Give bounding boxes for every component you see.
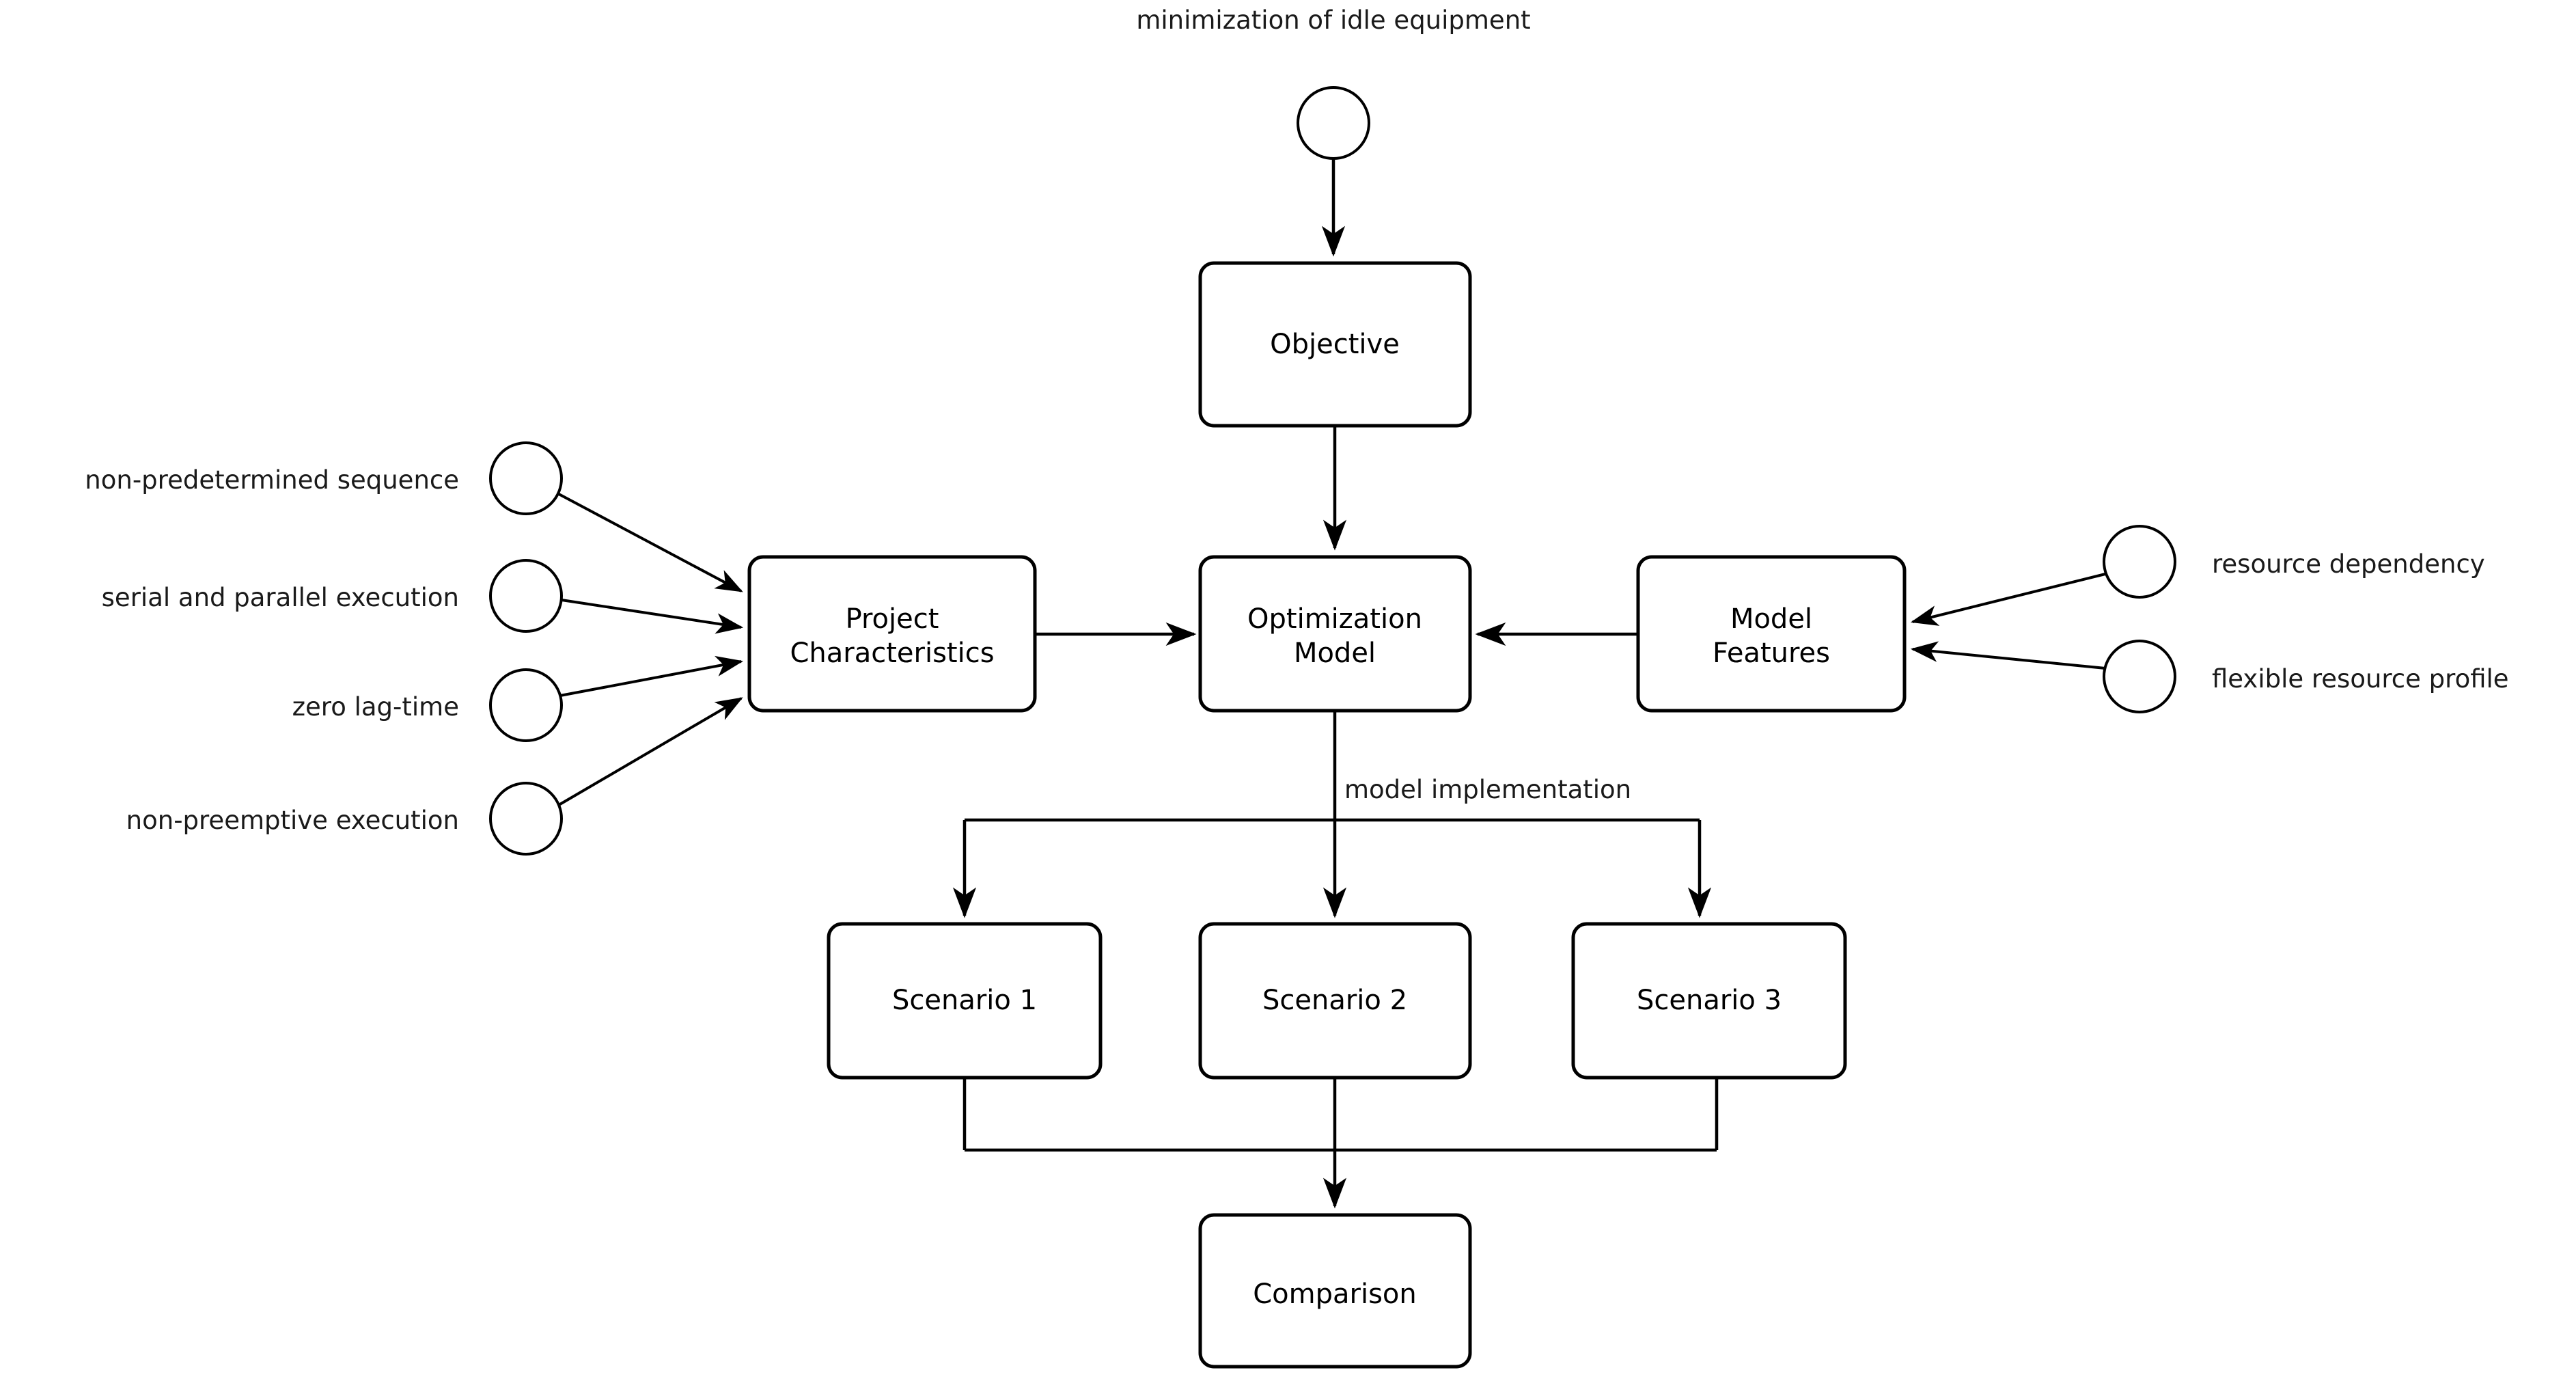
label-scenario-3: Scenario 3 (1637, 985, 1782, 1016)
label-model-features-line1: Model (1730, 603, 1812, 635)
label-optimization-model-line1: Optimization (1247, 603, 1422, 635)
edge-non-preemptive-to-project (557, 697, 743, 806)
label-zero-lag-time: zero lag-time (292, 692, 459, 722)
label-scenario-2: Scenario 2 (1262, 985, 1407, 1016)
edge-resource-dependency-to-features (1910, 573, 2106, 626)
label-project-characteristics-line2: Characteristics (790, 638, 994, 669)
label-non-preemptive-execution: non-preemptive execution (126, 806, 459, 835)
label-scenario-1: Scenario 1 (892, 985, 1037, 1016)
input-circle-serial-and-parallel-execution[interactable] (489, 559, 563, 633)
node-model-features[interactable] (1636, 555, 1907, 713)
label-project-characteristics-line1: Project (846, 603, 939, 635)
label-non-predetermined-sequence: non-predetermined sequence (85, 465, 459, 495)
edge-non-predetermined-sequence-to-project (558, 493, 743, 592)
label-goal-minimization: minimization of idle equipment (1136, 5, 1530, 35)
node-scenario-3[interactable] (1571, 922, 1847, 1080)
input-circle-non-preemptive-execution[interactable] (489, 782, 563, 856)
label-comparison: Comparison (1253, 1279, 1417, 1310)
label-serial-and-parallel-execution: serial and parallel execution (102, 583, 459, 612)
edge-flexible-resource-profile-to-features (1910, 641, 2106, 670)
edge-serial-parallel-to-project (561, 599, 744, 634)
label-model-implementation: model implementation (1344, 775, 1631, 804)
edge-zero-lag-time-to-project (559, 655, 744, 697)
label-flexible-resource-profile: flexible resource profile (2212, 664, 2509, 694)
label-optimization-model-line2: Model (1294, 638, 1376, 669)
input-circle-flexible-resource-profile[interactable] (2103, 640, 2176, 713)
goal-circle-minimization[interactable] (1297, 86, 1370, 160)
node-comparison[interactable] (1198, 1213, 1472, 1369)
label-objective: Objective (1270, 329, 1400, 360)
input-circle-resource-dependency[interactable] (2103, 525, 2176, 599)
input-circle-zero-lag-time[interactable] (489, 668, 563, 742)
input-circle-non-predetermined-sequence[interactable] (489, 441, 563, 515)
label-resource-dependency: resource dependency (2212, 549, 2485, 579)
label-model-features-line2: Features (1713, 638, 1830, 669)
